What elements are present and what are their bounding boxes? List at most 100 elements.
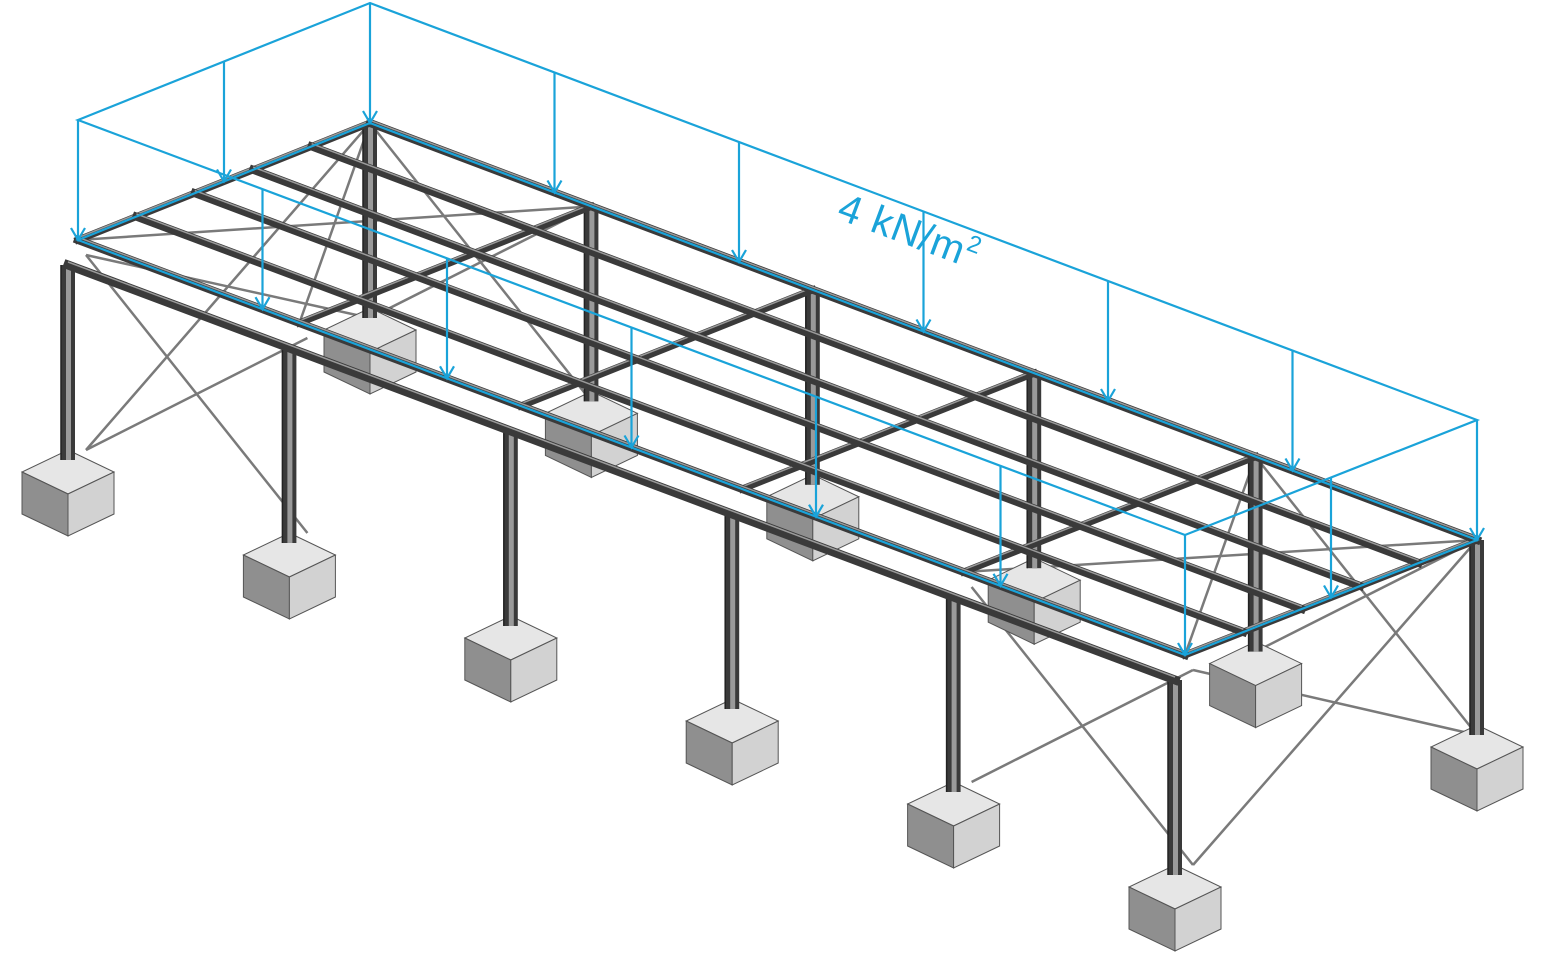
- column-back-0: [362, 123, 377, 318]
- long-beam-4-highlight: [311, 143, 1419, 562]
- load-arrow-icon: [731, 249, 747, 265]
- cross-beam-4-highlight: [963, 453, 1256, 571]
- cross-beam-3: [737, 368, 1039, 494]
- column-front-3: [724, 514, 740, 709]
- column-front-2: [503, 431, 518, 626]
- column-back-2-web: [810, 289, 816, 485]
- footing-front-3: [685, 698, 780, 786]
- load-arrow-front-0: [70, 120, 86, 243]
- cross-beam-2: [516, 285, 818, 411]
- column-front-5-web: [1173, 680, 1178, 875]
- cross-beam-4: [959, 452, 1261, 577]
- load-arrow-back-2: [731, 142, 747, 265]
- long-beam-2-highlight: [194, 189, 1303, 608]
- cross-beam-1-highlight: [299, 203, 592, 322]
- front-brace-b-0: [85, 336, 308, 452]
- end-brace-b-0: [85, 122, 371, 451]
- footing-front-3-right: [731, 720, 779, 786]
- footing-front-4-right: [953, 803, 1001, 869]
- load-arrow-end-1: [1323, 477, 1339, 600]
- load-arrow-icon: [546, 179, 563, 195]
- back-brace-b-1: [1255, 538, 1478, 653]
- long-beam-1-body: [131, 211, 1249, 638]
- load-arrow-icon: [1284, 457, 1301, 473]
- column-front-0: [60, 265, 75, 460]
- cross-beam-3-body: [737, 368, 1039, 494]
- load-arrow-icon: [808, 504, 824, 519]
- footing-back-4-right: [1255, 662, 1303, 729]
- footing-back-5: [1429, 724, 1525, 812]
- column-back-3-web: [1032, 373, 1038, 569]
- back-brace-b-0: [369, 205, 592, 320]
- end-brace-b-5: [1192, 539, 1478, 866]
- load-arrow-icon: [216, 168, 232, 184]
- distributed-load: [70, 1, 1485, 658]
- load-arrow-icon: [254, 296, 271, 312]
- load-arrow-icon: [1177, 642, 1193, 658]
- load-arrow-back-3: [915, 211, 932, 334]
- front-eave-beam-highlight: [67, 261, 1176, 678]
- load-arrow-end-0: [216, 61, 232, 184]
- footings: [20, 307, 1525, 952]
- load-arrow-front-5: [992, 465, 1009, 589]
- load-arrow-front-4: [808, 396, 824, 519]
- column-front-4-web: [951, 597, 957, 792]
- long-beam-2-body: [189, 188, 1307, 615]
- column-back-1: [583, 206, 599, 402]
- column-front-3-web: [730, 514, 736, 709]
- column-back-0-web: [368, 123, 373, 318]
- load-arrow-back-4: [1100, 281, 1116, 404]
- long-beam-1: [131, 211, 1249, 638]
- load-arrow-icon: [439, 365, 455, 381]
- column-front-2-web: [508, 431, 514, 626]
- cross-beam-4-body: [959, 452, 1261, 577]
- column-back-5-web: [1475, 540, 1480, 735]
- footing-front-5: [1127, 864, 1223, 952]
- load-arrow-back-1: [546, 72, 563, 195]
- load-arrow-front-2: [439, 258, 455, 381]
- cross-beam-1: [294, 201, 596, 328]
- cross-beam-2-highlight: [520, 286, 814, 405]
- load-arrow-back-5: [1284, 350, 1301, 473]
- load-arrow-back-0: [362, 3, 378, 126]
- footing-front-2: [463, 615, 558, 703]
- column-back-5: [1469, 540, 1484, 735]
- load-arrow-icon: [70, 227, 86, 243]
- load-arrow-icon: [992, 573, 1009, 589]
- column-front-1-web: [287, 348, 293, 543]
- column-back-1-web: [589, 206, 595, 402]
- cross-beam-2-body: [516, 285, 818, 411]
- footing-front-0-right: [67, 471, 115, 537]
- column-front-4: [945, 597, 961, 792]
- load-arrow-icon: [1323, 584, 1339, 600]
- footing-front-1: [242, 532, 337, 620]
- long-beam-4-body: [306, 141, 1424, 569]
- load-arrow-icon: [362, 110, 378, 126]
- cross-beam-1-body: [294, 201, 596, 328]
- column-back-4-web: [1253, 456, 1259, 652]
- footing-back-4: [1208, 641, 1303, 729]
- load-arrow-front-1: [254, 189, 271, 312]
- front-brace-b-1: [971, 668, 1194, 784]
- footing-front-2-right: [510, 637, 558, 703]
- footing-front-1-right: [288, 554, 336, 620]
- roof-brace-b-1: [1183, 456, 1257, 656]
- column-front-0-web: [66, 265, 71, 460]
- cross-beam-3-highlight: [741, 370, 1035, 488]
- long-beam-3-highlight: [252, 166, 1361, 585]
- front-eave-beam: [62, 259, 1181, 686]
- long-beam-1-highlight: [136, 213, 1244, 631]
- load-arrow-front-3: [623, 327, 640, 450]
- load-arrow-icon: [1469, 527, 1485, 543]
- column-front-1: [281, 348, 297, 543]
- footing-front-4: [906, 781, 1001, 869]
- footing-front-5-right: [1174, 886, 1222, 952]
- front-eave-beam-body: [62, 259, 1181, 686]
- load-arrow-back-6: [1469, 420, 1485, 543]
- footing-back-5-right: [1476, 746, 1524, 812]
- long-beam-4: [306, 141, 1424, 569]
- long-beam-3: [248, 164, 1366, 592]
- long-beam-2: [189, 188, 1307, 615]
- load-arrow-icon: [1100, 388, 1116, 404]
